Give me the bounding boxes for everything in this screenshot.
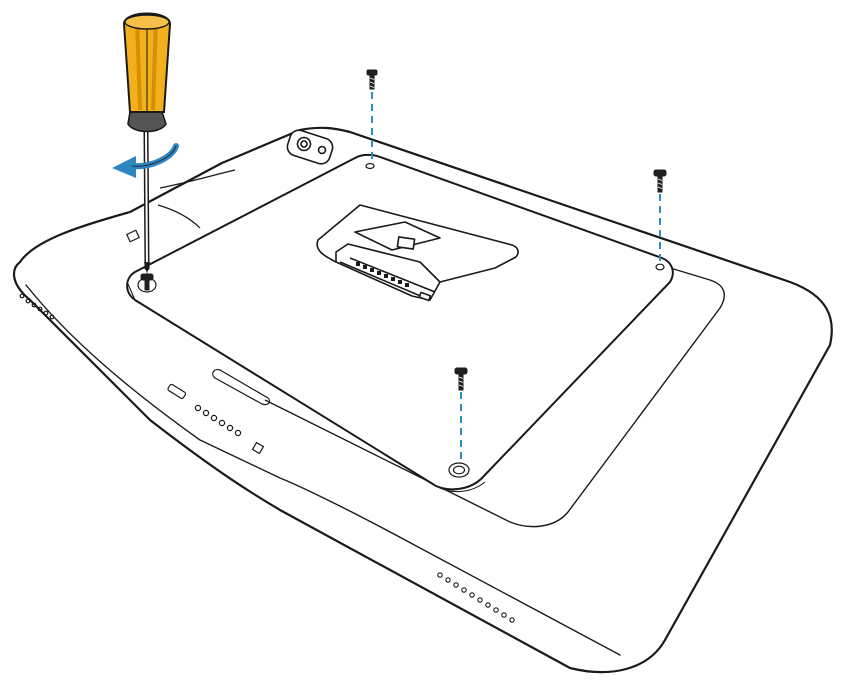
card-slot	[167, 383, 187, 400]
connector-pins	[356, 262, 409, 287]
upper-shell-detail	[125, 169, 236, 243]
clockwise-rotation-arrow-icon	[112, 143, 179, 178]
screw-top	[366, 69, 378, 90]
screw-hole-bottom	[448, 462, 470, 478]
mounting-plate	[126, 153, 674, 491]
mounting-plate-inner-edge	[127, 283, 486, 493]
screw-hole-top	[365, 162, 375, 170]
speaker-grille	[212, 369, 271, 406]
camera-module	[286, 129, 334, 165]
screw-icon	[140, 69, 667, 391]
left-edge-ports	[19, 293, 55, 320]
tablet-rim	[25, 284, 621, 656]
rear-plate-shadow	[197, 167, 726, 528]
screw-right	[653, 169, 667, 193]
tablet-body	[12, 126, 833, 674]
screw-bottom	[454, 367, 468, 391]
bottom-edge-ports	[167, 369, 271, 455]
screwdriver-icon	[122, 12, 172, 274]
tablet-outer-shell	[12, 126, 833, 674]
side-latch	[125, 229, 141, 243]
lower-edge-vents	[437, 572, 515, 623]
connector-tab	[396, 236, 416, 250]
connector-module	[316, 204, 519, 302]
screwdriver-collar	[127, 111, 167, 133]
screw-hole-right	[655, 263, 665, 271]
